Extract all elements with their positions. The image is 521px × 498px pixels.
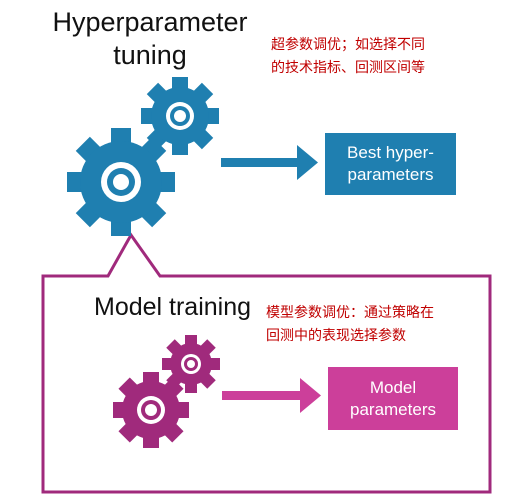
arrow-right-icon — [222, 378, 321, 413]
model-annotation-line2: 回测中的表现选择参数 — [266, 328, 406, 344]
hyperparameter-tuning-title: Hyperparameter tuning — [30, 6, 270, 72]
hyperparameter-title-line1: Hyperparameter — [52, 7, 248, 37]
model-parameters-box: Model parameters — [328, 367, 458, 430]
best-hyperparameters-box: Best hyper- parameters — [325, 133, 456, 195]
hyperparameter-title-line2: tuning — [113, 40, 187, 70]
model-parameters-line1: Model — [369, 377, 417, 397]
gear-icon — [141, 77, 219, 155]
best-hyperparameters-line2: parameters — [347, 165, 434, 184]
arrow-right-icon — [221, 145, 318, 180]
hyperparameter-annotation-line1: 超参数调优；如选择不同 — [271, 37, 425, 53]
hyperparameter-annotation: 超参数调优；如选择不同 的技术指标、回测区间等 — [271, 34, 501, 80]
gear-icon — [162, 335, 220, 393]
model-annotation-line1: 模型参数调优：通过策略在 — [266, 305, 434, 321]
model-parameters-line2: parameters — [350, 399, 436, 419]
gear-icon — [67, 128, 175, 236]
model-training-annotation: 模型参数调优：通过策略在 回测中的表现选择参数 — [266, 302, 501, 348]
model-training-frame — [41, 232, 492, 494]
best-hyperparameters-line1: Best hyper- — [347, 143, 434, 162]
model-training-title: Model training — [94, 293, 252, 321]
gear-icon — [113, 372, 189, 448]
hyperparameter-annotation-line2: 的技术指标、回测区间等 — [271, 60, 425, 76]
